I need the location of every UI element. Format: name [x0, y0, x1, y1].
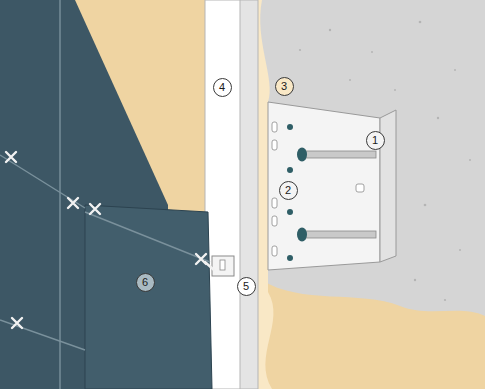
anchor-head	[297, 228, 307, 242]
speckle	[469, 159, 471, 161]
callout-number: 1	[366, 131, 385, 150]
anchor-shaft	[302, 231, 376, 238]
rail-web	[238, 0, 258, 389]
speckle	[371, 51, 373, 53]
anchor-head	[297, 148, 307, 162]
clip-slot	[220, 260, 225, 270]
speckle	[459, 249, 461, 251]
speckle	[424, 204, 427, 207]
joint	[85, 212, 210, 262]
bracket-leg	[268, 102, 380, 270]
anchor-shaft	[302, 151, 376, 158]
bracket-wall-plate	[380, 110, 396, 262]
panel-joints	[0, 0, 210, 389]
speckle	[394, 89, 396, 91]
screw-head	[287, 255, 293, 261]
slot	[272, 140, 277, 150]
speckle	[444, 299, 446, 301]
clip-arm	[205, 262, 214, 270]
anchors	[287, 124, 376, 261]
clip	[12, 318, 22, 328]
speckle	[454, 69, 456, 71]
callout-number: 5	[237, 277, 256, 296]
speckle	[299, 49, 301, 51]
joint	[59, 0, 60, 389]
facade-panel	[85, 205, 212, 389]
slot	[272, 246, 277, 256]
screw-head	[287, 209, 293, 215]
slot	[272, 216, 277, 226]
screw-head	[287, 167, 293, 173]
callout-number: 3	[275, 77, 294, 96]
speckle	[419, 21, 422, 24]
speckle	[349, 79, 351, 81]
clip	[6, 152, 16, 162]
callout-number: 4	[213, 78, 232, 97]
joint	[0, 320, 85, 350]
joint	[0, 155, 85, 208]
clip-bracket	[212, 256, 234, 276]
panel-clips	[6, 152, 206, 328]
speckle	[414, 279, 416, 281]
speckle	[329, 29, 331, 31]
slot	[356, 184, 364, 192]
slot	[272, 122, 277, 132]
speckle	[437, 117, 439, 119]
slot	[272, 198, 277, 208]
rail-clip	[205, 256, 234, 276]
clip	[68, 198, 78, 208]
callout-number: 6	[136, 273, 155, 292]
screw-head	[287, 124, 293, 130]
clip	[90, 204, 100, 214]
callout-number: 2	[279, 181, 298, 200]
